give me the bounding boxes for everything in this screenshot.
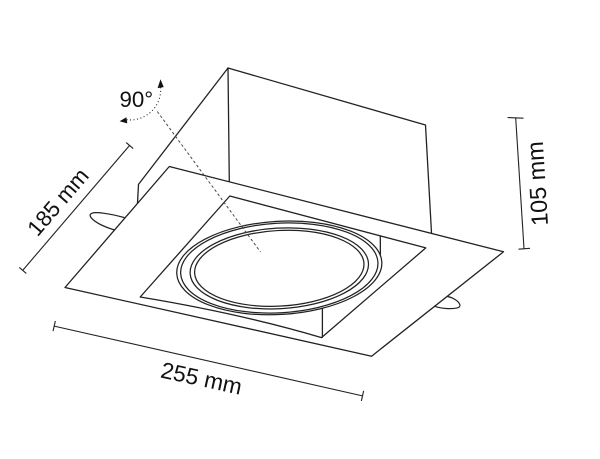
svg-text:90°: 90° bbox=[120, 87, 154, 112]
svg-text:105 mm: 105 mm bbox=[522, 141, 553, 227]
